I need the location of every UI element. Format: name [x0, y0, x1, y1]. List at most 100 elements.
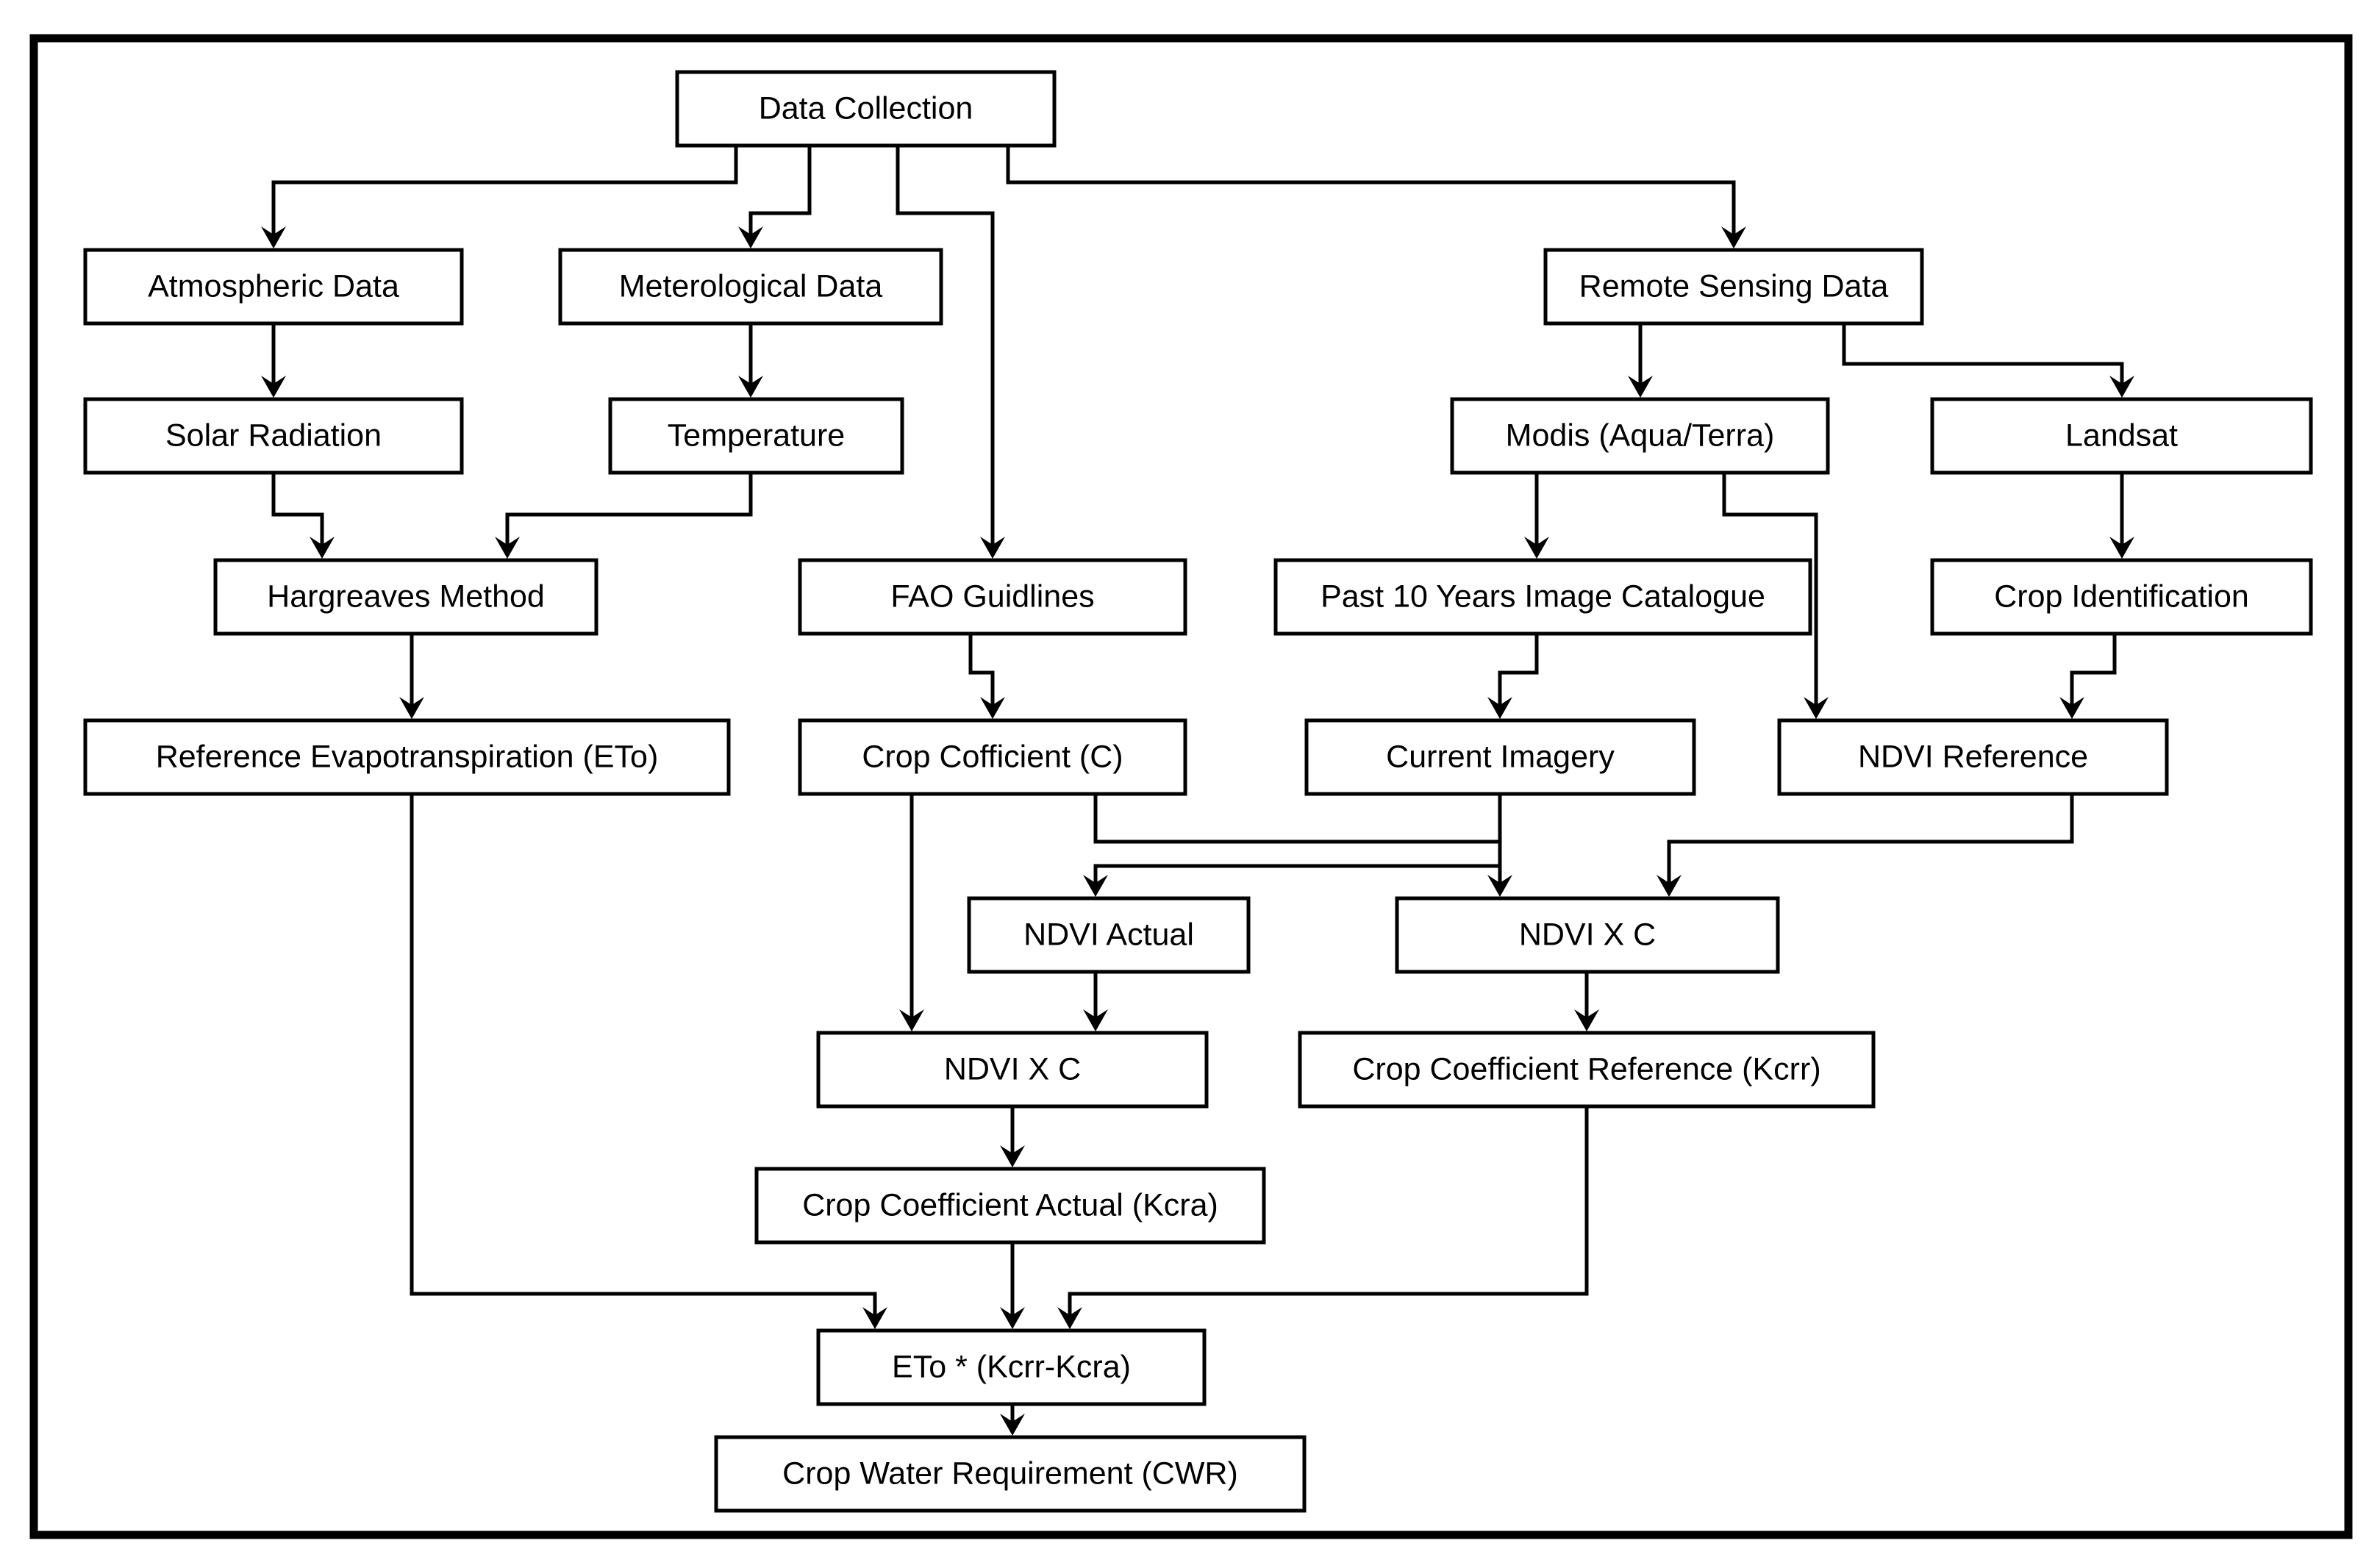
node-hargreaves-method[interactable]: Hargreaves Method — [213, 558, 598, 636]
edge-atmospheric-to-solar — [261, 323, 286, 398]
node-box-image-catalogue[interactable] — [1273, 558, 1812, 636]
edge-ndviref-to-ndvi-x-c — [1657, 794, 2074, 897]
edge-dc-to-atmospheric — [261, 146, 738, 248]
node-image-catalogue[interactable]: Past 10 Years Image Catalogue — [1273, 558, 1812, 636]
node-current-imagery[interactable]: Current Imagery — [1304, 718, 1696, 796]
node-label-kcrr: Crop Coefficient Reference (Kcrr) — [1352, 1051, 1820, 1086]
node-landsat[interactable]: Landsat — [1930, 397, 2313, 475]
edge-formula-to-cwr — [1000, 1404, 1025, 1436]
node-fao-guidelines[interactable]: FAO Guidlines — [798, 558, 1187, 636]
edge-current-to-ndvi-x-c — [1487, 794, 1512, 897]
node-meterological-data[interactable]: Meterological Data — [558, 248, 943, 326]
node-label-ndvi-x-c-upper: NDVI X C — [1519, 917, 1656, 952]
node-label-ndvi-x-c-lower: NDVI X C — [944, 1051, 1081, 1086]
arrow-head-icon — [2059, 697, 2084, 719]
node-box-kcrr[interactable] — [1298, 1031, 1876, 1109]
edge-catalogue-to-current — [1487, 634, 1539, 719]
node-label-temperature: Temperature — [668, 418, 845, 453]
node-solar-radiation[interactable]: Solar Radiation — [83, 397, 464, 475]
edge-modis-to-catalogue — [1524, 473, 1549, 559]
node-cwr[interactable]: Crop Water Requirement (CWR) — [714, 1435, 1307, 1513]
edge-eto-to-formula — [410, 794, 887, 1329]
node-label-modis: Modis (Aqua/Terra) — [1506, 418, 1775, 453]
edge-hargreaves-to-eto — [399, 634, 424, 719]
node-box-eto-formula[interactable] — [816, 1328, 1207, 1406]
arrow-head-icon — [1524, 537, 1549, 559]
node-label-landsat: Landsat — [2065, 418, 2178, 453]
node-modis[interactable]: Modis (Aqua/Terra) — [1450, 397, 1830, 475]
arrow-head-icon — [899, 1009, 924, 1031]
arrow-head-icon — [261, 226, 286, 248]
node-label-solar-radiation: Solar Radiation — [165, 418, 382, 453]
edge-dc-to-remote-sensing — [1006, 146, 1746, 248]
node-atmospheric-data[interactable]: Atmospheric Data — [83, 248, 464, 326]
node-label-crop-coefficient-c: Crop Cofficient (C) — [862, 739, 1123, 774]
node-temperature[interactable]: Temperature — [608, 397, 904, 475]
node-label-cwr: Crop Water Requirement (CWR) — [782, 1456, 1238, 1491]
node-box-ndvi-actual[interactable] — [967, 896, 1251, 974]
node-data-collection[interactable]: Data Collection — [675, 70, 1057, 148]
node-box-atmospheric-data[interactable] — [83, 248, 464, 326]
node-label-atmospheric-data: Atmospheric Data — [148, 268, 399, 304]
edge-coef-to-ndvi-actual — [1083, 794, 1502, 897]
node-label-ndvi-reference: NDVI Reference — [1858, 739, 2088, 774]
node-label-current-imagery: Current Imagery — [1386, 739, 1615, 774]
node-box-ndvi-reference[interactable] — [1777, 718, 2169, 796]
arrow-head-icon — [399, 697, 424, 719]
node-kcra[interactable]: Crop Coefficient Actual (Kcra) — [754, 1167, 1266, 1245]
arrow-head-icon — [1000, 1414, 1025, 1436]
node-crop-coefficient-c[interactable]: Crop Cofficient (C) — [798, 718, 1187, 796]
node-label-reference-et: Reference Evapotranspiration (ETo) — [156, 739, 659, 774]
node-box-meterological-data[interactable] — [558, 248, 943, 326]
node-label-data-collection: Data Collection — [759, 90, 973, 126]
edge-temp-to-hargreaves — [495, 473, 753, 559]
arrow-head-icon — [980, 537, 1005, 559]
node-label-fao-guidelines: FAO Guidlines — [890, 579, 1094, 614]
node-box-kcra[interactable] — [754, 1167, 1266, 1245]
arrow-head-icon — [1083, 875, 1108, 897]
edge-ndvi-x-c-to-kcrr — [1574, 972, 1599, 1031]
node-box-hargreaves-method[interactable] — [213, 558, 598, 636]
edge-ndvi-x-c-to-kcra — [1000, 1106, 1025, 1167]
node-remote-sensing-data[interactable]: Remote Sensing Data — [1543, 248, 1924, 326]
node-box-reference-et[interactable] — [83, 718, 731, 796]
node-box-ndvi-x-c-upper[interactable] — [1395, 896, 1780, 974]
edge-rs-to-modis — [1628, 323, 1653, 398]
node-box-crop-identification[interactable] — [1930, 558, 2313, 636]
arrow-head-icon — [1721, 226, 1746, 248]
node-box-ndvi-x-c-lower[interactable] — [816, 1031, 1209, 1109]
arrow-head-icon — [1083, 1009, 1108, 1031]
node-box-landsat[interactable] — [1930, 397, 2313, 475]
node-ndvi-x-c-lower[interactable]: NDVI X C — [816, 1031, 1209, 1109]
arrow-head-icon — [310, 537, 335, 559]
node-box-remote-sensing-data[interactable] — [1543, 248, 1924, 326]
node-ndvi-x-c-upper[interactable]: NDVI X C — [1395, 896, 1780, 974]
node-box-cwr[interactable] — [714, 1435, 1307, 1513]
node-box-modis[interactable] — [1450, 397, 1830, 475]
node-box-solar-radiation[interactable] — [83, 397, 464, 475]
arrow-head-icon — [738, 376, 763, 398]
node-ndvi-actual[interactable]: NDVI Actual — [967, 896, 1251, 974]
node-box-fao-guidelines[interactable] — [798, 558, 1187, 636]
node-eto-formula[interactable]: ETo * (Kcrr-Kcra) — [816, 1328, 1207, 1406]
node-box-crop-coefficient-c[interactable] — [798, 718, 1187, 796]
node-box-temperature[interactable] — [608, 397, 904, 475]
node-box-data-collection[interactable] — [675, 70, 1057, 148]
arrow-head-icon — [1057, 1307, 1082, 1329]
diagram-outer-border — [29, 34, 2353, 1539]
node-crop-identification[interactable]: Crop Identification — [1930, 558, 2313, 636]
node-reference-et[interactable]: Reference Evapotranspiration (ETo) — [83, 718, 731, 796]
arrow-head-icon — [1574, 1009, 1599, 1031]
node-kcrr[interactable]: Crop Coefficient Reference (Kcrr) — [1298, 1031, 1876, 1109]
node-ndvi-reference[interactable]: NDVI Reference — [1777, 718, 2169, 796]
node-label-eto-formula: ETo * (Kcrr-Kcra) — [892, 1349, 1131, 1384]
edge-landsat-to-cropid — [2109, 473, 2134, 559]
edge-kcrr-to-formula — [1057, 1106, 1589, 1329]
node-box-current-imagery[interactable] — [1304, 718, 1696, 796]
node-label-ndvi-actual: NDVI Actual — [1023, 917, 1194, 952]
arrow-head-icon — [261, 376, 286, 398]
edge-kcra-to-formula — [1000, 1242, 1025, 1329]
